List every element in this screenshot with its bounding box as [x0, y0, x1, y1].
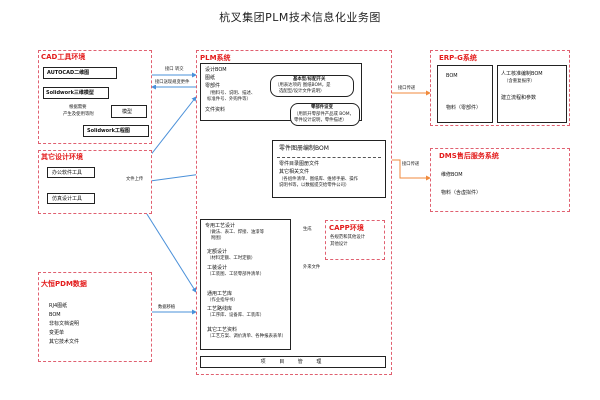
erp-bom-box[interactable]: BOM 物料（零部件）: [437, 65, 493, 123]
label-file-upload: 文件上传: [126, 177, 144, 183]
pdm-item: 非标文档说明: [49, 321, 80, 327]
parts-sub-1: （物料号、说明、描述、: [207, 91, 256, 96]
process-title-sub-1: （做法、表工、焊接、油漆等: [207, 230, 265, 235]
dms-bom-label: 维修BOM: [441, 172, 463, 178]
cad-environment-panel: CAD工具环境 AUTOCAD二维图 Solidwork三维模型 根据需要 产生…: [38, 50, 152, 144]
process-design-box[interactable]: 专用工艺设计 （做法、表工、焊接、油漆等 附图） 定额设计 （材料定额、工时定额…: [200, 219, 291, 350]
process-item: 工艺路线库: [207, 306, 233, 312]
process-title-sub-2: 附图）: [211, 236, 225, 241]
solidworks-drawing-label: Solidwork工程图: [87, 128, 130, 134]
label-interface-intake: 接口 转交: [165, 67, 184, 73]
part-change-line-1: （用新开零部件产品或 BOM，: [294, 112, 354, 117]
solidworks-drawing-box[interactable]: Solidwork工程图: [83, 125, 149, 137]
pdm-item: 其它技术文件: [49, 339, 80, 345]
autocad-box[interactable]: AUTOCAD二维图: [43, 67, 117, 79]
diagram-title: 杭叉集团PLM技术信息化业务图: [219, 11, 381, 24]
capp-line-2: 其他设计: [330, 242, 348, 247]
config-bubble[interactable]: 基本型/标配开关 （用表达项的 图纸BOM，是 选配型/设计文件说明）: [270, 75, 354, 97]
dms-material-label: 物料（含虚拟件）: [441, 190, 482, 196]
catalog-divider: [277, 157, 381, 158]
pdm-data-panel: 大恒PDM数据 RJ4图纸 BOM 非标文档说明 变更单 其它技术文件: [38, 272, 152, 362]
erp-material-label: 物料（零部件）: [446, 105, 482, 111]
erp-header: ERP-G系统: [439, 54, 477, 62]
pdm-header: 大恒PDM数据: [41, 280, 87, 288]
dms-header: DMS售后服务系统: [439, 152, 499, 160]
process-item-sub: （作业指导书）: [207, 298, 238, 303]
capp-panel: CAPP环境 各规范和其他设计 其他设计: [325, 220, 385, 260]
cad-side-note-2: 产生及使用等附: [63, 112, 94, 117]
config-bubble-line-3: 选配型/设计文件说明）: [279, 89, 325, 94]
pdm-item: 变更单: [49, 330, 65, 336]
erp-system-panel: ERP-G系统 BOM 物料（零部件） 人工核准编制BOM （含重复报序） 建立…: [430, 50, 570, 126]
catalog-sub-2: 说明书等，以数据提交给零件公司）: [279, 183, 350, 188]
part-change-line-2: 零件设计说明，零件描述）: [294, 118, 347, 123]
catalog-item: 零件目录图册文件: [279, 161, 320, 167]
model-label: 模型: [122, 109, 133, 115]
parts-sub-2: 标准件号、外购件等）: [207, 97, 251, 102]
process-item: 工装设计: [207, 265, 228, 271]
capp-header: CAPP环境: [329, 224, 364, 232]
process-item-sub: （工装图、工装零部件清单）: [207, 272, 265, 277]
process-title: 专用工艺设计: [205, 223, 236, 229]
process-item: 其它工艺资料: [207, 327, 238, 333]
erp-manual-box[interactable]: 人工核准编制BOM （含重复报序） 建立流程和参数: [497, 65, 567, 123]
label-external-support: 外来文件: [303, 265, 321, 271]
process-item: 定额设计: [207, 249, 228, 255]
analysis-tools-box[interactable]: 仿真设计工具: [47, 193, 95, 204]
capp-line-1: 各规范和其他设计: [330, 235, 366, 240]
analysis-tools-label: 仿真设计工具: [52, 196, 83, 202]
process-item: 通用工艺库: [207, 291, 233, 297]
config-bubble-line-2: （用表达项的 图纸BOM，是: [275, 83, 331, 88]
catalog-item: 其它相关文件: [279, 169, 310, 175]
label-generate: 生成: [303, 227, 312, 233]
cad-side-note-1: 根据需要: [69, 105, 87, 110]
drawing-label: 图纸: [205, 75, 216, 81]
plm-header: PLM系统: [200, 54, 231, 62]
label-interface-erp: 接口传递: [398, 86, 416, 92]
process-item-sub: （材料定额、工时定额）: [207, 256, 256, 261]
dms-system-panel: DMS售后服务系统 维修BOM 物料（含虚拟件）: [430, 148, 570, 212]
erp-manual-sub: （含重复报序）: [504, 79, 535, 84]
erp-manual-label: 人工核准编制BOM: [501, 71, 543, 77]
part-change-bubble[interactable]: 零部件设变 （用新开零部件产品或 BOM， 零件设计说明，零件描述）: [290, 103, 360, 126]
solidworks-3d-box[interactable]: Solidwork三维模型: [43, 87, 109, 99]
office-tools-box[interactable]: 办公软件工具: [47, 167, 95, 178]
model-box[interactable]: 模型: [111, 105, 147, 118]
pdm-item: BOM: [49, 312, 61, 318]
label-interface-dms: 接口传递: [402, 162, 420, 168]
office-tools-label: 办公软件工具: [52, 170, 83, 176]
parts-label: 零部件: [205, 83, 221, 89]
project-management-label: 项 目 管 理: [260, 359, 328, 365]
design-bom-label: 设计BOM: [205, 67, 227, 73]
erp-bom-label: BOM: [446, 73, 458, 79]
parts-catalog-box[interactable]: 零件图册编制BOM 零件目录图册文件 其它相关文件 （各组件清单、图纸库、维修手…: [272, 140, 386, 198]
project-management-bar[interactable]: 项 目 管 理: [200, 356, 386, 368]
other-design-header: 其它设计环境: [41, 153, 83, 161]
cad-header: CAD工具环境: [41, 53, 86, 61]
documents-label: 文件资料: [205, 107, 226, 113]
process-item-sub: （工艺方案、调价清单、各种报表表单）: [207, 334, 287, 339]
pdm-item: RJ4图纸: [49, 303, 68, 309]
part-change-title: 零部件设变: [311, 105, 333, 110]
solidworks-3d-label: Solidwork三维模型: [46, 90, 94, 96]
autocad-label: AUTOCAD二维图: [47, 70, 90, 76]
label-interface-bom: 接口送现规变更件: [155, 80, 190, 86]
label-data-migration: 数据移植: [158, 305, 176, 311]
parts-catalog-title: 零件图册编制BOM: [279, 145, 329, 152]
erp-routing-label: 建立流程和参数: [501, 95, 537, 101]
config-bubble-line-1: 基本型/标配开关: [293, 77, 326, 82]
catalog-sub-1: （各组件清单、图纸库、维修手册、操作: [279, 177, 359, 182]
process-item-sub: （工序库、设备库、工装库）: [207, 313, 265, 318]
